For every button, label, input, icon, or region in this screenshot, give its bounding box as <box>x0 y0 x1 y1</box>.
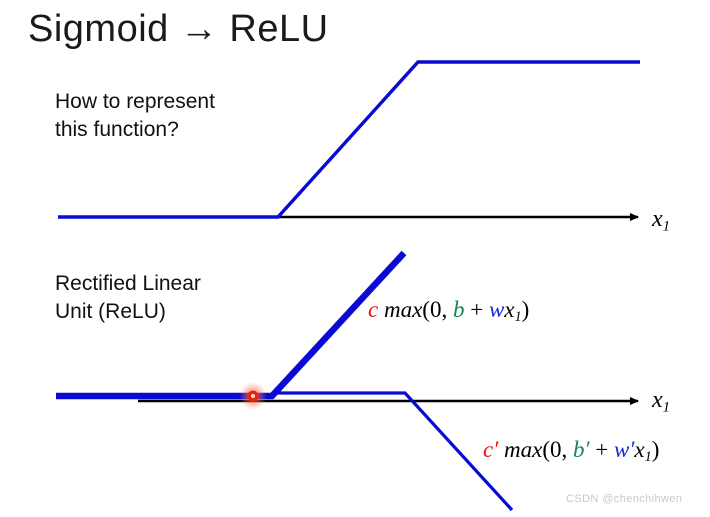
x-axis-symbol-1: x <box>652 206 663 232</box>
formula-1-bias-b: b <box>452 297 465 322</box>
formula-1-coefficient-c: c <box>368 297 379 322</box>
formula-relu-negative: c′ max(0, b′ + w′x1) <box>483 437 659 466</box>
x-axis-subscript-2: 1 <box>662 399 671 416</box>
formula-1-weight-w: w <box>488 297 505 322</box>
caption-rectified-linear-unit: Rectified Linear Unit (ReLU) <box>55 272 201 323</box>
formula-2-zero-arg: 0, <box>550 437 568 462</box>
caption-how-to-represent: How to represent this function? <box>55 90 215 141</box>
formula-1-plus-op: + <box>470 297 484 322</box>
formula-2-max-op: max <box>504 437 543 462</box>
x-axis-label-2: x1 <box>652 387 670 416</box>
formula-1-max-op: max <box>383 297 423 322</box>
formula-1-input-x: x <box>504 297 515 322</box>
relu-falling-curve <box>272 391 514 512</box>
formula-2-input-subscript: 1 <box>644 448 652 465</box>
formula-2-close-paren: ) <box>651 437 660 462</box>
page-title: Sigmoid → ReLU <box>28 8 329 50</box>
x-axis-subscript-1: 1 <box>662 218 671 235</box>
formula-2-open-paren: ( <box>542 437 550 462</box>
formula-relu-positive: c max(0, b + wx1) <box>368 297 529 326</box>
formula-1-open-paren: ( <box>422 297 430 322</box>
formula-1-zero-arg: 0, <box>429 297 448 322</box>
formula-2-input-x: x <box>634 437 645 462</box>
x-axis-symbol-2: x <box>652 387 663 413</box>
watermark: CSDN @chenchihwen <box>566 493 683 505</box>
breakpoint-marker <box>239 382 267 410</box>
formula-2-coefficient-c-prime: c′ <box>483 437 499 462</box>
formula-1-close-paren: ) <box>521 297 530 322</box>
formula-2-bias-b-prime: b′ <box>573 437 590 462</box>
formula-2-weight-w-prime: w′ <box>614 437 635 462</box>
formula-2-plus-op: + <box>595 437 609 462</box>
formula-1-input-subscript: 1 <box>514 308 522 325</box>
x-axis-label-1: x1 <box>652 206 670 235</box>
